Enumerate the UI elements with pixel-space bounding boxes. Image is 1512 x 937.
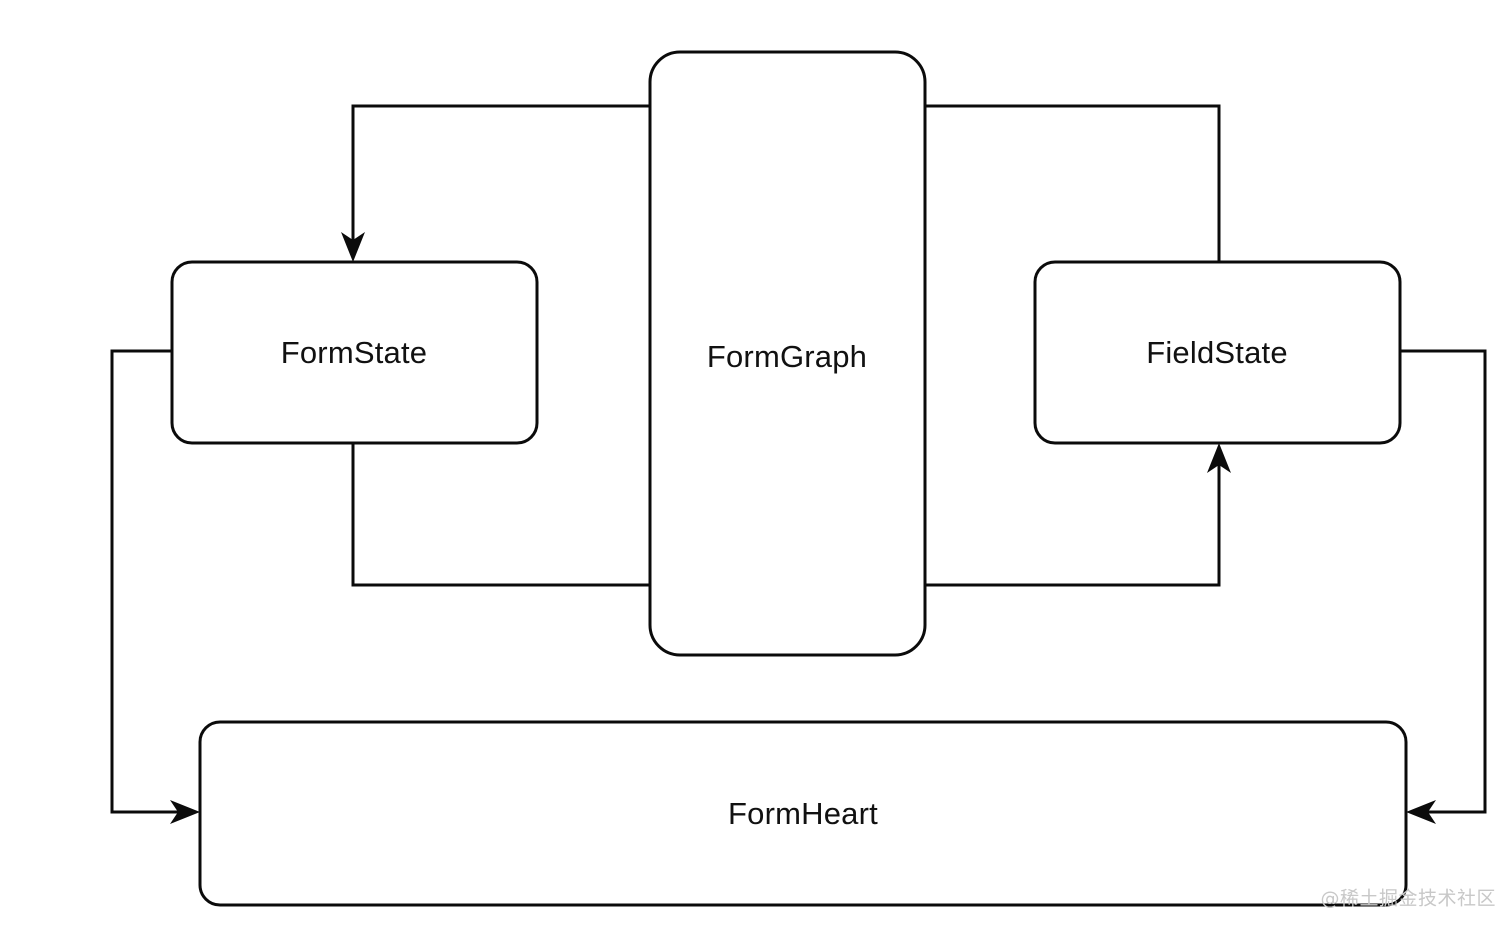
edge-formstate-to-formheart xyxy=(110,349,200,824)
node-form-graph[interactable]: FormGraph xyxy=(648,50,927,657)
edge-line xyxy=(351,443,650,587)
edge-formstate-to-formgraph xyxy=(351,443,650,587)
edge-line xyxy=(925,457,1221,587)
node-form-state-box[interactable] xyxy=(170,260,539,445)
node-form-heart-box[interactable] xyxy=(198,720,1408,907)
node-form-state[interactable]: FormState xyxy=(170,260,539,445)
watermark-label: @稀土掘金技术社区 xyxy=(1320,888,1496,910)
node-field-state-box[interactable] xyxy=(1033,260,1402,445)
arrow-head-down-icon xyxy=(341,232,365,262)
edge-line xyxy=(351,104,650,248)
node-form-graph-label: FormGraph xyxy=(707,339,867,374)
edge-fieldstate-to-formheart xyxy=(1400,349,1487,824)
edge-formgraph-to-fieldstate xyxy=(925,104,1221,262)
edge-line xyxy=(110,349,186,814)
edge-line xyxy=(925,104,1221,262)
edge-line xyxy=(1400,349,1487,814)
edge-formgraph-to-formstate xyxy=(341,104,650,262)
node-field-state-label: FieldState xyxy=(1146,335,1288,370)
node-form-state-label: FormState xyxy=(281,335,428,370)
node-form-heart-label: FormHeart xyxy=(728,796,878,831)
node-form-graph-box[interactable] xyxy=(648,50,927,657)
arrow-head-right-icon xyxy=(170,800,200,824)
edge-formgraph-to-fieldstate-up xyxy=(925,443,1231,587)
arrow-head-up-icon xyxy=(1207,443,1231,473)
node-layer: FormState FormGraph FieldState FormHeart xyxy=(170,50,1408,907)
arrow-head-left-icon xyxy=(1406,800,1436,824)
node-form-heart[interactable]: FormHeart xyxy=(198,720,1408,907)
node-field-state[interactable]: FieldState xyxy=(1033,260,1402,445)
edge-layer xyxy=(110,104,1487,824)
